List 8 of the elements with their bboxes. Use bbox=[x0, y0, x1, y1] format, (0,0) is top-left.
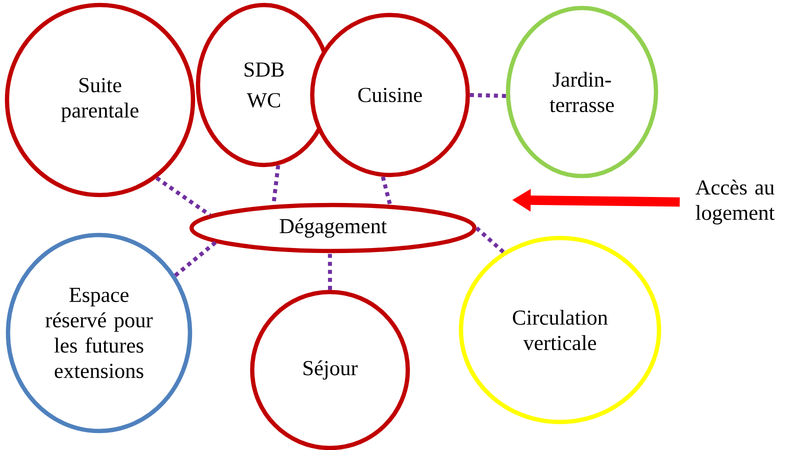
dotted-connector bbox=[328, 253, 332, 290]
dotted-connector bbox=[475, 226, 505, 254]
dotted-connector bbox=[380, 176, 392, 206]
dotted-connector bbox=[174, 240, 217, 278]
dotted-connector bbox=[271, 165, 280, 206]
dotted-connector bbox=[156, 176, 212, 217]
access-label: Accès au logement bbox=[696, 180, 775, 224]
dotted-connector bbox=[470, 93, 506, 98]
